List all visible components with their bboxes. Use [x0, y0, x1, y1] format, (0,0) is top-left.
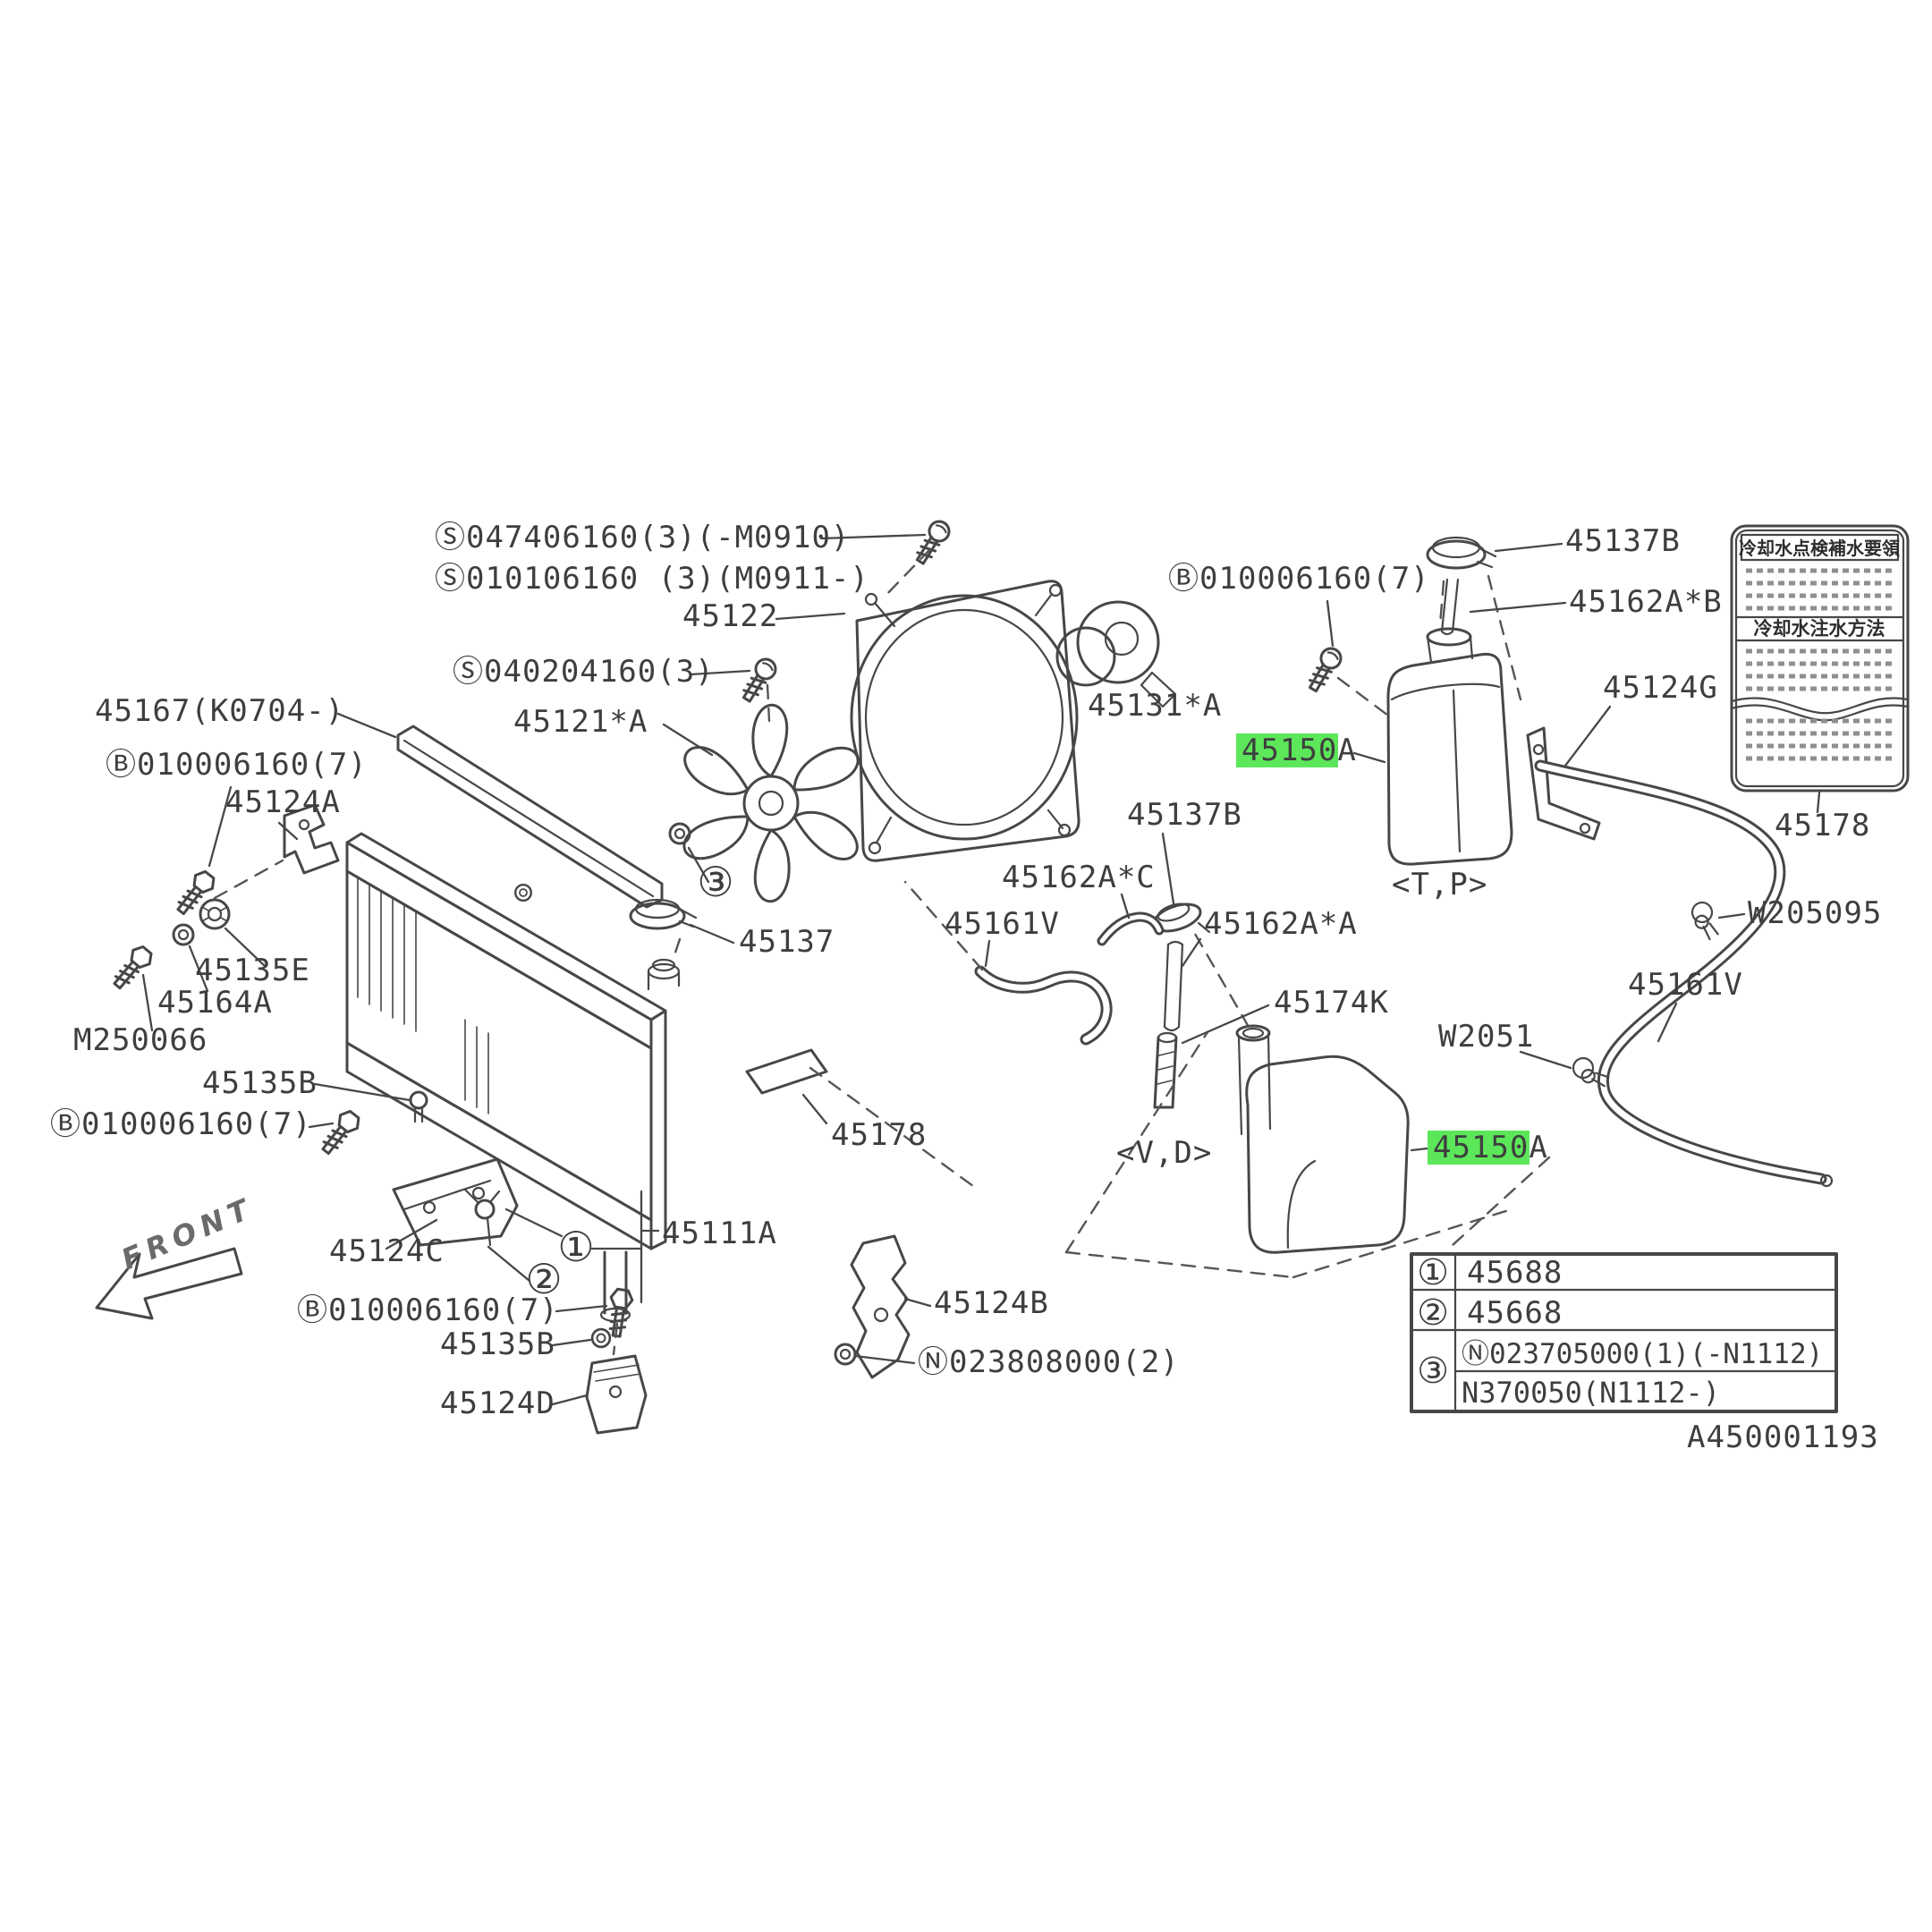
label-variant-tp: <T,P> [1392, 867, 1487, 902]
clamp-w205095-icon [1683, 898, 1729, 943]
label-tube-c: 45162A*C [1002, 860, 1156, 895]
front-arrow [95, 1247, 243, 1320]
bolt-left-lower-icon [316, 1106, 365, 1159]
label-bracket-d: 45124D [440, 1385, 555, 1421]
radiator-filler-neck [647, 958, 681, 991]
bracket-45124b [850, 1234, 911, 1379]
table-marker-1: ① [1417, 1252, 1449, 1293]
bolt-top-right-icon [1302, 643, 1346, 696]
radiator [345, 832, 681, 1323]
label-bracket-g: 45124G [1603, 670, 1718, 706]
label-bracket-c: 45124C [329, 1233, 445, 1269]
marker-3: ③ [697, 858, 733, 906]
label-screw-row3: Ⓢ040204160(3) [453, 654, 715, 690]
label-radiator-cap: 45137 [739, 924, 835, 960]
label-bolt-left-upper: Ⓑ010006160(7) [106, 747, 368, 783]
bracket-45124g [1526, 726, 1601, 841]
label-bushing-a: 45164A [157, 985, 273, 1021]
label-caution-mid: 45178 [831, 1117, 927, 1153]
reservoir-cap-icon [1426, 536, 1497, 570]
legend-table: ① 45688 ② 45668 ③ Ⓝ023705000(1)(-N1112) … [1410, 1252, 1838, 1413]
label-cap-top-right: 45137B [1565, 523, 1681, 559]
label-hose-right: 45161V [1628, 967, 1743, 1003]
fan-blade [675, 703, 867, 903]
label-thermo-valve: 45174K [1274, 985, 1389, 1021]
diagram-ref-code: A450001193 [1687, 1419, 1879, 1455]
label-screw-row2: Ⓢ010106160 (3)(M0911-) [435, 561, 869, 597]
label-mount-b-upper: 45135B [202, 1065, 318, 1101]
marker-1: ① [557, 1223, 594, 1271]
label-fan-motor: 45131*A [1088, 688, 1222, 724]
label-caution-right: 45178 [1775, 808, 1870, 843]
overflow-tube-b [1440, 578, 1460, 636]
callout-labels: Ⓢ047406160(3)(-M0910) Ⓢ010106160 (3)(M09… [50, 520, 1901, 1421]
drain-petcock [463, 1188, 501, 1247]
marker-2: ② [525, 1255, 562, 1303]
label-screw-row1: Ⓢ047406160(3)(-M0910) [435, 520, 850, 555]
table-code-2: 45668 [1467, 1295, 1563, 1331]
label-fan-blade: 45121*A [513, 704, 648, 740]
label-bolt-bottom: Ⓑ010006160(7) [297, 1292, 559, 1328]
bracket-45124d [585, 1354, 648, 1435]
reservoir-tank-tp [1386, 627, 1513, 866]
cushion-45135e-icon [199, 898, 231, 930]
highlight-45150a-1 [1236, 733, 1338, 767]
screw-row3-icon [736, 654, 781, 707]
label-clamp-w2051: W2051 [1438, 1019, 1534, 1055]
reservoir-tank-vd [1235, 1024, 1410, 1254]
radiator-frame-nut-icon [514, 884, 532, 902]
bolt-m250066-icon [107, 942, 157, 995]
label-nut-n023808000: Ⓝ023808000(2) [918, 1344, 1180, 1380]
air-guide-strip [396, 724, 664, 909]
nut-n023808000-icon [834, 1343, 857, 1366]
construction-lines [213, 547, 1551, 1356]
leader-lines [141, 533, 1821, 1406]
label-cap-mid: 45137B [1127, 797, 1242, 833]
label-bracket-b: 45124B [934, 1285, 1049, 1321]
label-drain-packing: 45111A [662, 1216, 777, 1251]
bolt-left-upper-icon [171, 867, 220, 919]
bracket-45124a [283, 803, 340, 875]
thermo-valve-45174k [1153, 1031, 1178, 1109]
caution-sticker [1730, 524, 1910, 792]
table-code-3b: N370050(N1112-) [1462, 1376, 1720, 1410]
radiator-cap-icon [629, 898, 698, 930]
table-code-3a: Ⓝ023705000(1)(-N1112) [1462, 1338, 1823, 1370]
label-variant-vd: <V,D> [1116, 1135, 1212, 1171]
highlight-45150a-2 [1428, 1131, 1530, 1165]
table-marker-2: ② [1417, 1292, 1449, 1334]
label-reservoir-vd[interactable]: 45150A [1433, 1130, 1548, 1165]
label-clamp-w205095: W205095 [1748, 895, 1882, 931]
elbow-tube-c [1097, 911, 1165, 946]
caution-label-mid [745, 1048, 828, 1095]
label-bracket-a: 45124A [225, 784, 341, 820]
radiator-core-fins [357, 877, 489, 1114]
label-cushion-e: 45135E [195, 953, 310, 988]
table-marker-3: ③ [1417, 1351, 1449, 1392]
label-fan-shroud: 45122 [682, 598, 778, 634]
sticker-header-top: 冷却水点検補水要領 [1739, 538, 1901, 559]
screw-row1-icon [910, 516, 954, 569]
hose-mid [974, 965, 1113, 1046]
mount-45135b-lower-icon [590, 1327, 612, 1349]
bushing-45164a-icon [172, 923, 195, 946]
bracket-45124c [392, 1157, 519, 1247]
fan-nut-icon [668, 822, 691, 845]
label-bolt-top-right: Ⓑ010006160(7) [1168, 561, 1430, 597]
sticker-header-mid: 冷却水注水方法 [1754, 618, 1885, 640]
overflow-hose-right [1534, 759, 1834, 1188]
label-bolt-m250066: M250066 [73, 1022, 208, 1058]
tube-a [1163, 940, 1184, 1032]
label-mount-b-lower: 45135B [440, 1326, 555, 1362]
fan-motor [1055, 600, 1177, 708]
label-tube-b: 45162A*B [1569, 584, 1723, 620]
label-bolt-left-lower: Ⓑ010006160(7) [50, 1106, 312, 1142]
label-hose-mid: 45161V [945, 906, 1060, 942]
label-tube-a: 45162A*A [1204, 906, 1358, 942]
fan-shroud [850, 580, 1080, 862]
label-air-guide: 45167(K0704-) [95, 693, 344, 729]
label-reservoir-tp[interactable]: 45150A [1241, 733, 1357, 768]
table-code-1: 45688 [1467, 1255, 1563, 1291]
